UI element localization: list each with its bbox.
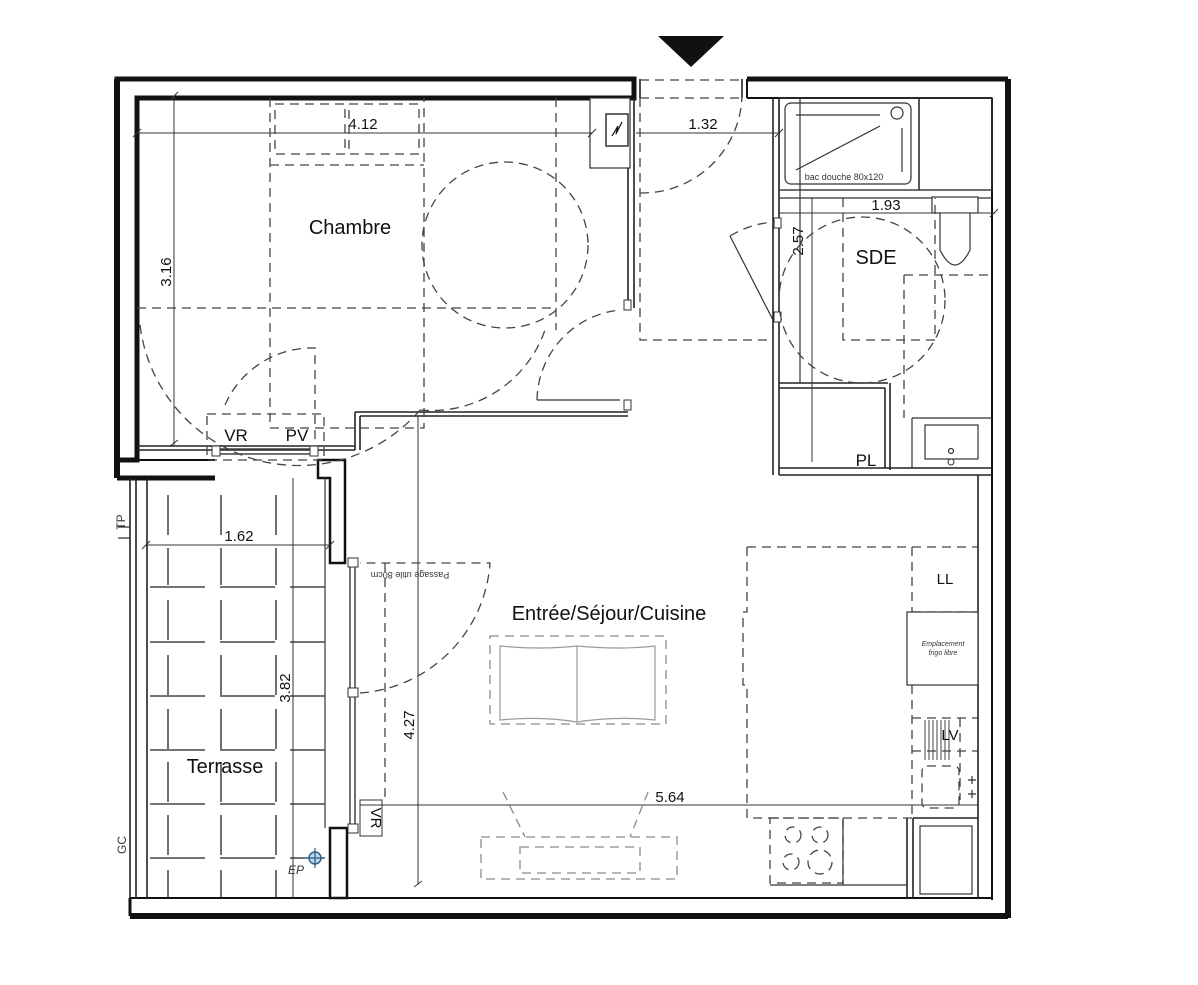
dim-chambre-depth: 3.16 bbox=[158, 257, 175, 286]
shower-label: bac douche 80x120 bbox=[805, 172, 884, 182]
room-label-sejour: Entrée/Séjour/Cuisine bbox=[512, 603, 707, 625]
room-label-terrasse: Terrasse bbox=[187, 756, 264, 778]
fridge-label-line1: Emplacement bbox=[922, 641, 966, 648]
outer-walls bbox=[114, 76, 1011, 919]
terrace-tiles bbox=[118, 478, 326, 898]
dim-chambre-width: 4.12 bbox=[348, 116, 377, 133]
dim-terrasse-width: 1.62 bbox=[224, 528, 253, 545]
room-label-chambre: Chambre bbox=[309, 217, 391, 239]
dimension-lines bbox=[132, 91, 999, 898]
dim-sejour-width: 5.64 bbox=[655, 789, 684, 806]
railing-label-tp: TP bbox=[114, 514, 128, 529]
dim-sde-depth: 2.57 bbox=[790, 226, 807, 255]
room-label-sde: SDE bbox=[855, 247, 896, 269]
dishwasher-hatch bbox=[924, 720, 950, 760]
toilet-icon bbox=[931, 196, 979, 266]
dim-entry-width: 1.32 bbox=[688, 116, 717, 133]
shower-tray bbox=[784, 102, 912, 185]
dim-sde-width: 1.93 bbox=[871, 197, 900, 214]
shutter-label-living: VR bbox=[367, 808, 384, 829]
entrance-arrow-icon bbox=[658, 36, 724, 67]
cooktop-icon bbox=[769, 817, 844, 884]
dishwasher-label: LV bbox=[941, 727, 958, 744]
room-label-placard: PL bbox=[856, 451, 877, 470]
windows bbox=[211, 445, 383, 837]
passage-label: Passage utile 80cm bbox=[371, 570, 450, 580]
drain-icon bbox=[305, 848, 325, 868]
drain-label: EP bbox=[288, 863, 304, 877]
window-label-bedroom: PV bbox=[286, 426, 309, 445]
washing-machine-label: LL bbox=[937, 571, 954, 588]
fridge-label-line2: frigo libre bbox=[929, 650, 958, 657]
partitions bbox=[137, 97, 993, 898]
railing-label-gc: GC bbox=[115, 836, 129, 854]
furniture-outlines bbox=[137, 89, 992, 886]
shutter-label-bedroom: VR bbox=[224, 426, 248, 445]
dim-sejour-depth: 4.27 bbox=[401, 710, 418, 739]
dim-terrasse-depth: 3.82 bbox=[277, 673, 294, 702]
